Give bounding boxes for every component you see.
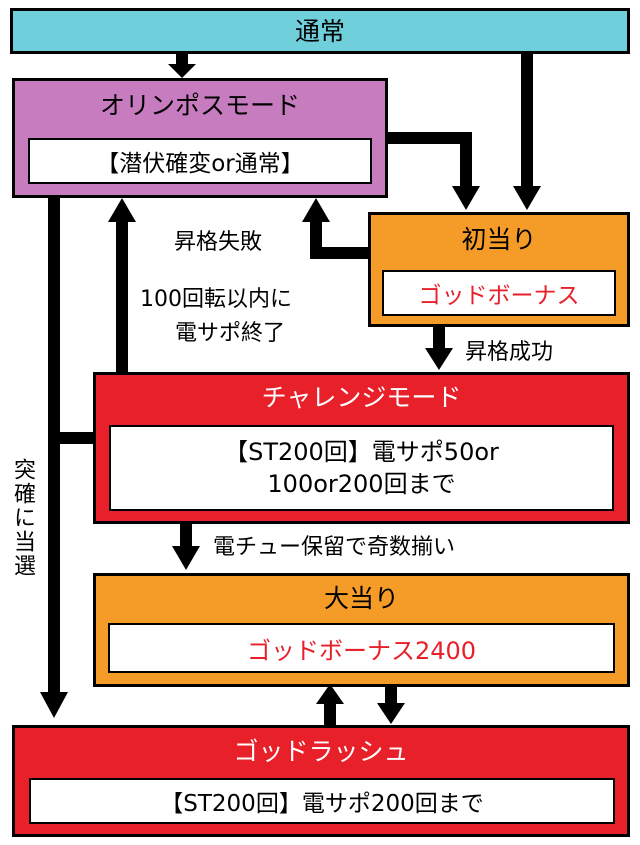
arrow-rush-to-big-hit bbox=[316, 684, 344, 725]
node-normal: 通常 bbox=[10, 8, 630, 54]
node-olympus: オリンポスモード 【潜伏確変or通常】 bbox=[12, 78, 388, 198]
node-normal-title: 通常 bbox=[294, 17, 345, 46]
label-hold-odd: 電チュー保留で奇数揃い bbox=[213, 535, 456, 560]
node-big-hit: 大当り ゴッドボーナス2400 bbox=[93, 573, 630, 687]
node-challenge: チャレンジモード 【ST200回】電サポ50or 100or200回まで bbox=[93, 372, 630, 524]
node-challenge-detail-line1: 【ST200回】電サポ50or bbox=[224, 438, 499, 466]
node-god-rush: ゴッドラッシュ 【ST200回】電サポ200回まで bbox=[12, 725, 630, 837]
label-upgrade-fail: 昇格失敗 bbox=[174, 230, 263, 255]
arrow-olympus-to-first-hit bbox=[388, 132, 480, 210]
node-challenge-title: チャレンジモード bbox=[261, 383, 462, 412]
node-olympus-detail-text: 【潜伏確変or通常】 bbox=[96, 151, 304, 177]
node-god-rush-title: ゴッドラッシュ bbox=[233, 737, 409, 766]
arrow-normal-to-first-hit bbox=[513, 52, 541, 210]
node-god-rush-detail: 【ST200回】電サポ200回まで bbox=[29, 778, 615, 824]
label-sudden-win: 突確に当選 bbox=[10, 458, 35, 578]
label-end-line2: 電サポ終了 bbox=[175, 321, 286, 346]
arrow-challenge-to-big-hit bbox=[172, 522, 200, 570]
node-olympus-title: オリンポスモード bbox=[99, 91, 300, 120]
node-olympus-detail: 【潜伏確変or通常】 bbox=[28, 138, 372, 184]
node-challenge-detail: 【ST200回】電サポ50or 100or200回まで bbox=[109, 425, 614, 511]
node-big-hit-title: 大当り bbox=[323, 584, 399, 613]
node-first-hit-detail: ゴッドボーナス bbox=[382, 270, 616, 316]
node-first-hit-detail-text: ゴッドボーナス bbox=[418, 283, 580, 309]
arrow-sudden-win bbox=[40, 198, 96, 718]
node-god-rush-detail-text: 【ST200回】電サポ200回まで bbox=[160, 791, 484, 817]
label-end-line1: 100回転以内に bbox=[140, 287, 292, 312]
arrow-big-hit-to-rush bbox=[377, 686, 405, 724]
node-first-hit-title: 初当り bbox=[461, 225, 537, 254]
node-big-hit-detail: ゴッドボーナス2400 bbox=[108, 623, 615, 673]
arrow-challenge-to-olympus bbox=[108, 198, 136, 372]
node-big-hit-detail-text: ゴッドボーナス2400 bbox=[246, 636, 477, 665]
arrow-normal-to-olympus bbox=[168, 52, 196, 78]
label-upgrade-success: 昇格成功 bbox=[465, 340, 554, 365]
arrow-upgrade-fail bbox=[302, 198, 368, 259]
node-first-hit: 初当り ゴッドボーナス bbox=[368, 212, 630, 327]
node-challenge-detail-line2: 100or200回まで bbox=[267, 470, 456, 498]
arrow-upgrade-success bbox=[425, 325, 453, 370]
